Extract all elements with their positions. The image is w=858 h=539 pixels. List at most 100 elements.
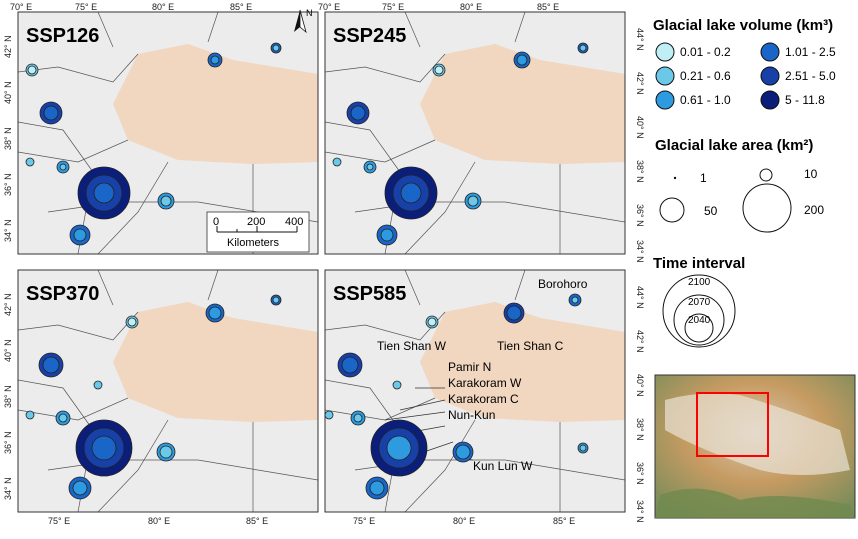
volume-swatch <box>655 90 675 110</box>
glacial-lake-symbol <box>369 480 385 496</box>
glacial-lake-symbol <box>43 105 59 121</box>
svg-text:44° N: 44° N <box>635 28 645 51</box>
svg-text:34° N: 34° N <box>3 219 13 242</box>
svg-text:75° E: 75° E <box>353 516 375 526</box>
glacial-lake-symbol <box>42 356 60 374</box>
svg-text:34° N: 34° N <box>3 477 13 500</box>
volume-swatch <box>655 66 675 86</box>
svg-text:75° E: 75° E <box>75 2 97 12</box>
glacial-lake-symbol <box>72 480 88 496</box>
glacial-lake-symbol <box>386 435 412 461</box>
panel-title: SSP126 <box>26 25 99 47</box>
svg-text:0: 0 <box>213 216 219 228</box>
glacial-lake-symbol <box>506 305 522 321</box>
svg-text:38° N: 38° N <box>635 418 645 441</box>
glacial-lake-symbol <box>516 54 528 66</box>
region-label: Kun Lun W <box>473 459 533 473</box>
svg-text:80° E: 80° E <box>460 2 482 12</box>
svg-text:42° N: 42° N <box>3 293 13 316</box>
glacial-lake-symbol <box>272 44 280 52</box>
area-symbol-1 <box>673 176 677 180</box>
svg-text:200: 200 <box>804 203 824 217</box>
svg-text:36° N: 36° N <box>3 173 13 196</box>
glacial-lake-symbol <box>353 413 363 423</box>
glacial-lake-symbol <box>366 163 374 171</box>
svg-text:40° N: 40° N <box>635 374 645 397</box>
area-symbol-10 <box>759 168 773 182</box>
tarim-desert <box>113 44 318 164</box>
volume-class-label: 0.21 - 0.6 <box>680 69 731 83</box>
svg-text:75° E: 75° E <box>48 516 70 526</box>
glacial-lake-symbol <box>59 163 67 171</box>
scale-bar: 0 200 400 Kilometers <box>206 211 310 253</box>
svg-text:85° E: 85° E <box>553 516 575 526</box>
volume-swatch <box>655 42 675 62</box>
glacial-lake-symbol <box>25 157 35 167</box>
glacial-lake-symbol <box>272 296 280 304</box>
glacial-lake-symbol <box>579 444 587 452</box>
glacial-lake-symbol <box>73 228 87 242</box>
map-panel-ssp585: SSP585 Borohoro Tien Shan W Tien Shan C … <box>324 269 626 513</box>
glacial-lake-symbol <box>93 182 115 204</box>
glacial-lake-symbol <box>434 65 444 75</box>
legend-time-title: Time interval <box>653 255 745 272</box>
region-label: Nun-Kun <box>448 408 495 422</box>
panel-title: SSP585 <box>333 283 406 305</box>
glacial-lake-symbol <box>467 195 479 207</box>
glacial-lake-symbol <box>27 65 37 75</box>
legend-time-symbol: 2100 2070 2040 <box>662 274 736 348</box>
region-label: Borohoro <box>538 277 588 291</box>
area-symbol-50 <box>659 197 685 223</box>
svg-text:80° E: 80° E <box>148 516 170 526</box>
glacial-lake-symbol <box>324 410 334 420</box>
legend: Glacial lake volume (km³) 0.01 - 0.2 0.21… <box>653 17 856 519</box>
svg-text:80° E: 80° E <box>453 516 475 526</box>
glacial-lake-symbol <box>579 44 587 52</box>
region-label: Karakoram W <box>448 376 522 390</box>
svg-text:85° E: 85° E <box>246 516 268 526</box>
glacial-lake-symbol <box>210 55 220 65</box>
glacial-lake-symbol <box>91 435 117 461</box>
glacial-lake-symbol <box>571 296 579 304</box>
glacial-lake-symbol <box>127 317 137 327</box>
svg-text:40° N: 40° N <box>635 116 645 139</box>
svg-text:34° N: 34° N <box>635 500 645 523</box>
map-panel-ssp370: SSP370 <box>17 269 319 513</box>
area-symbol-200 <box>742 183 792 233</box>
glacial-lake-symbol <box>350 105 366 121</box>
glacial-lake-symbol <box>332 157 342 167</box>
legend-volume-title: Glacial lake volume (km³) <box>653 17 833 34</box>
glacial-lake-symbol <box>341 356 359 374</box>
glacial-lake-symbol <box>93 380 103 390</box>
svg-text:36° N: 36° N <box>635 204 645 227</box>
volume-swatch <box>760 90 780 110</box>
svg-text:2100: 2100 <box>688 277 711 288</box>
svg-text:2040: 2040 <box>688 315 711 326</box>
svg-text:85° E: 85° E <box>230 2 252 12</box>
svg-text:1: 1 <box>700 171 707 185</box>
map-panel-ssp126: SSP126 <box>17 11 319 255</box>
glacial-lake-symbol <box>208 306 222 320</box>
volume-class-label: 0.01 - 0.2 <box>680 45 731 59</box>
region-label: Tien Shan W <box>377 339 447 353</box>
lake-symbols <box>25 42 589 500</box>
svg-text:42° N: 42° N <box>635 330 645 353</box>
svg-text:38° N: 38° N <box>3 385 13 408</box>
north-arrow-icon: N <box>294 8 313 34</box>
svg-text:80° E: 80° E <box>152 2 174 12</box>
svg-text:34° N: 34° N <box>635 240 645 263</box>
inset-extent-box <box>696 392 769 457</box>
legend-area-title: Glacial lake area (km²) <box>655 137 813 154</box>
svg-text:44° N: 44° N <box>635 286 645 309</box>
glacial-lake-symbol <box>25 410 35 420</box>
svg-text:85° E: 85° E <box>537 2 559 12</box>
svg-text:2070: 2070 <box>688 297 711 308</box>
region-label: Karakoram C <box>448 392 519 406</box>
svg-text:70° E: 70° E <box>10 2 32 12</box>
svg-text:42° N: 42° N <box>3 35 13 58</box>
svg-text:70° E: 70° E <box>318 2 340 12</box>
inset-locator-map <box>654 374 856 519</box>
panel-title: SSP370 <box>26 283 99 305</box>
svg-text:75° E: 75° E <box>382 2 404 12</box>
